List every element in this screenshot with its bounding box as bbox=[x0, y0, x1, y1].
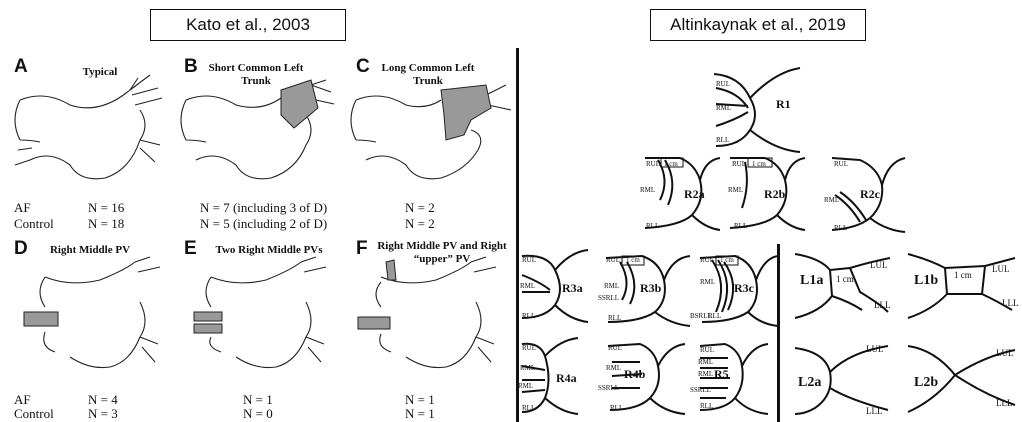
r3c-rml-label: RML bbox=[700, 278, 715, 286]
r2a-rul-label: RUL bbox=[646, 160, 660, 168]
r5-rll-label: RLL bbox=[700, 402, 713, 410]
l1b-lul-label: LUL bbox=[992, 264, 1010, 274]
type-l2a-label: L2a bbox=[798, 375, 821, 390]
r2b-rml-label: RML bbox=[728, 186, 743, 194]
r3b-cm-label: 1 cm bbox=[626, 256, 640, 264]
l1a-lul-label: LUL bbox=[870, 260, 888, 270]
type-r2a-label: R2a bbox=[684, 187, 705, 201]
r4a-rll-label: RLL bbox=[522, 404, 535, 412]
r3a-rul-label: RUL bbox=[522, 256, 536, 264]
r2a-rml-label: RML bbox=[640, 186, 655, 194]
r3b-rml-label: RML bbox=[604, 282, 619, 290]
l2a-lul-label: LUL bbox=[866, 344, 884, 354]
r4b-rul-label: RUL bbox=[608, 344, 622, 352]
l2b-lll-label: LLL bbox=[996, 398, 1013, 408]
l1a-cm-label: 1 cm bbox=[836, 274, 854, 284]
r1-rml-label: RML bbox=[716, 104, 731, 112]
type-r3a-label: R3a bbox=[562, 281, 583, 295]
r3a-rll-label: RLL bbox=[522, 312, 535, 320]
type-l1b-label: L1b bbox=[914, 273, 938, 288]
r4b-rml-label: RML bbox=[606, 364, 621, 372]
r2c-rll-label: RLL bbox=[834, 224, 847, 232]
r2b-rll-label: RLL bbox=[734, 222, 747, 230]
type-r3b-label: R3b bbox=[640, 281, 662, 295]
l2a-lll-label: LLL bbox=[866, 406, 883, 416]
r3c-rll-label: RLL bbox=[708, 312, 721, 320]
r3c-rul-label: RUL bbox=[700, 256, 714, 264]
r1-rul-label: RUL bbox=[716, 80, 730, 88]
r2c-rml-label: RML bbox=[824, 196, 839, 204]
r2a-rll-label: RLL bbox=[646, 222, 659, 230]
type-r5-label: R5 bbox=[714, 367, 729, 381]
r3a-rml-label: RML bbox=[520, 282, 535, 290]
l1b-cm-label: 1 cm bbox=[954, 270, 972, 280]
r4a-rul-label: RUL bbox=[522, 344, 536, 352]
type-l2b-label: L2b bbox=[914, 375, 938, 390]
r3c-cm-label: 1 cm bbox=[720, 256, 734, 264]
type-r4a-label: R4a bbox=[556, 371, 577, 385]
type-r3c-label: R3c bbox=[734, 281, 755, 295]
r4b-rll-label: RLL bbox=[610, 404, 623, 412]
r5-ssrll-label: SSRLL bbox=[690, 386, 711, 394]
type-r1-label: R1 bbox=[776, 97, 791, 111]
r4a-rml-2-label: RML bbox=[518, 382, 533, 390]
r5-rul-label: RUL bbox=[700, 346, 714, 354]
type-r4b-label: R4b bbox=[624, 367, 646, 381]
r5-rml-2-label: RML bbox=[698, 370, 713, 378]
r4b-ssrll-label: SSRLL bbox=[598, 384, 619, 392]
type-r2c-label: R2c bbox=[860, 187, 881, 201]
r4a-rml-label: RML bbox=[520, 364, 535, 372]
r2c-rul-label: RUL bbox=[834, 160, 848, 168]
l1a-lll-label: LLL bbox=[874, 300, 891, 310]
r3b-ssrll-label: SSRLL bbox=[598, 294, 619, 302]
type-l1a-label: L1a bbox=[800, 273, 823, 288]
r2b-rul-label: RUL bbox=[732, 160, 746, 168]
type-r2b-label: R2b bbox=[764, 187, 786, 201]
l1b-lll-label: LLL bbox=[1002, 298, 1019, 308]
r3b-rll-label: RLL bbox=[608, 314, 621, 322]
r1-rll-label: RLL bbox=[716, 136, 729, 144]
l2b-lul-label: LUL bbox=[996, 348, 1014, 358]
r5-rml-label: RML bbox=[698, 358, 713, 366]
r3b-rul-label: RUL bbox=[606, 256, 620, 264]
